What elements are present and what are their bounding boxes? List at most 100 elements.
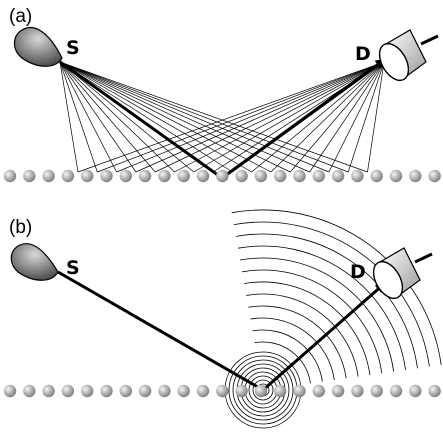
wavefront-arc xyxy=(248,305,347,379)
atom xyxy=(389,169,403,183)
ray-line xyxy=(59,61,156,173)
source-label-a: S xyxy=(66,37,80,59)
ray-line xyxy=(59,61,330,173)
incident-beam-a xyxy=(59,60,223,180)
wavefront-arc xyxy=(231,209,442,365)
source-icon-a xyxy=(13,27,63,67)
ray-line xyxy=(174,61,385,173)
panel-a-label: (a) xyxy=(9,6,32,27)
detector-label-a: D xyxy=(355,43,371,65)
wavefront-arc xyxy=(246,293,359,377)
atom xyxy=(370,384,383,398)
atom xyxy=(428,169,441,183)
atom xyxy=(274,384,287,398)
wavefront-arc xyxy=(233,221,430,367)
ray-line xyxy=(59,61,98,173)
wave-ring xyxy=(232,359,294,421)
panel-b-label: (b) xyxy=(9,217,32,238)
atom xyxy=(100,169,113,183)
ray-line xyxy=(290,61,385,173)
ray-line xyxy=(59,61,195,173)
ray-line xyxy=(59,61,175,173)
wavefront-arc xyxy=(237,245,406,371)
atom xyxy=(158,384,171,398)
atom xyxy=(274,169,287,183)
atom-row-a xyxy=(3,169,441,183)
scattered-rays-a xyxy=(59,61,385,173)
atom xyxy=(293,169,306,183)
wavefront-arc xyxy=(244,281,371,376)
detector-icon-b xyxy=(372,247,433,300)
ray-line xyxy=(251,61,385,173)
wavefront-arc xyxy=(252,329,323,382)
atom xyxy=(428,384,441,398)
atom xyxy=(216,169,229,183)
atom xyxy=(409,169,422,183)
atom xyxy=(3,384,17,398)
ray-line xyxy=(347,61,385,173)
atom xyxy=(100,384,113,398)
reflected-beam-b xyxy=(262,282,386,392)
ray-line xyxy=(270,61,385,173)
ray-line xyxy=(59,61,117,173)
atom xyxy=(351,384,364,398)
atom xyxy=(351,169,364,183)
detector-icon-a xyxy=(378,29,439,82)
atom xyxy=(138,169,152,183)
ray-line xyxy=(59,61,233,173)
wavefront-arc xyxy=(254,341,311,384)
ray-line xyxy=(59,61,272,173)
atom xyxy=(312,169,325,183)
ray-line xyxy=(59,61,349,173)
detector-label-b: D xyxy=(350,261,366,283)
atom xyxy=(81,384,94,398)
ray-line xyxy=(116,61,385,173)
atom xyxy=(389,384,403,398)
reflected-beam-a xyxy=(221,58,386,180)
atom xyxy=(177,169,190,183)
ray-line xyxy=(59,61,79,173)
ray-line xyxy=(59,61,291,173)
atom xyxy=(254,384,268,398)
atom xyxy=(409,384,422,398)
atom xyxy=(61,384,75,398)
atom xyxy=(216,384,229,398)
ray-line xyxy=(193,61,385,173)
atom xyxy=(119,169,132,183)
ray-line xyxy=(97,61,385,173)
ray-line xyxy=(135,61,385,173)
atom xyxy=(370,169,383,183)
atom xyxy=(81,169,94,183)
source-icon-b xyxy=(10,243,59,281)
ray-line xyxy=(328,61,385,173)
atom-row-b xyxy=(3,384,441,398)
atom xyxy=(196,384,210,398)
incident-beam-b xyxy=(57,270,264,392)
panel-a: (a) S D xyxy=(3,6,441,183)
atom xyxy=(331,384,345,398)
wavefront-arc xyxy=(242,269,383,374)
atom xyxy=(177,384,190,398)
panel-b: (b) S D xyxy=(3,209,442,429)
wavefront-arc xyxy=(250,317,335,381)
atom xyxy=(158,169,171,183)
ray-line xyxy=(77,61,385,173)
outgoing-wavefronts xyxy=(231,209,442,384)
atom xyxy=(235,169,248,183)
ray-line xyxy=(59,61,368,173)
ray-line xyxy=(59,61,137,173)
atom xyxy=(42,169,55,183)
atom xyxy=(293,384,306,398)
atom xyxy=(196,169,210,183)
atom xyxy=(119,384,132,398)
atom xyxy=(138,384,152,398)
atom xyxy=(42,384,55,398)
ray-line xyxy=(155,61,385,173)
atom xyxy=(254,169,268,183)
wavefront-arc xyxy=(235,233,418,369)
atom xyxy=(23,384,36,398)
ray-line xyxy=(59,61,310,173)
ray-line xyxy=(309,61,385,173)
source-label-b: S xyxy=(66,257,80,279)
